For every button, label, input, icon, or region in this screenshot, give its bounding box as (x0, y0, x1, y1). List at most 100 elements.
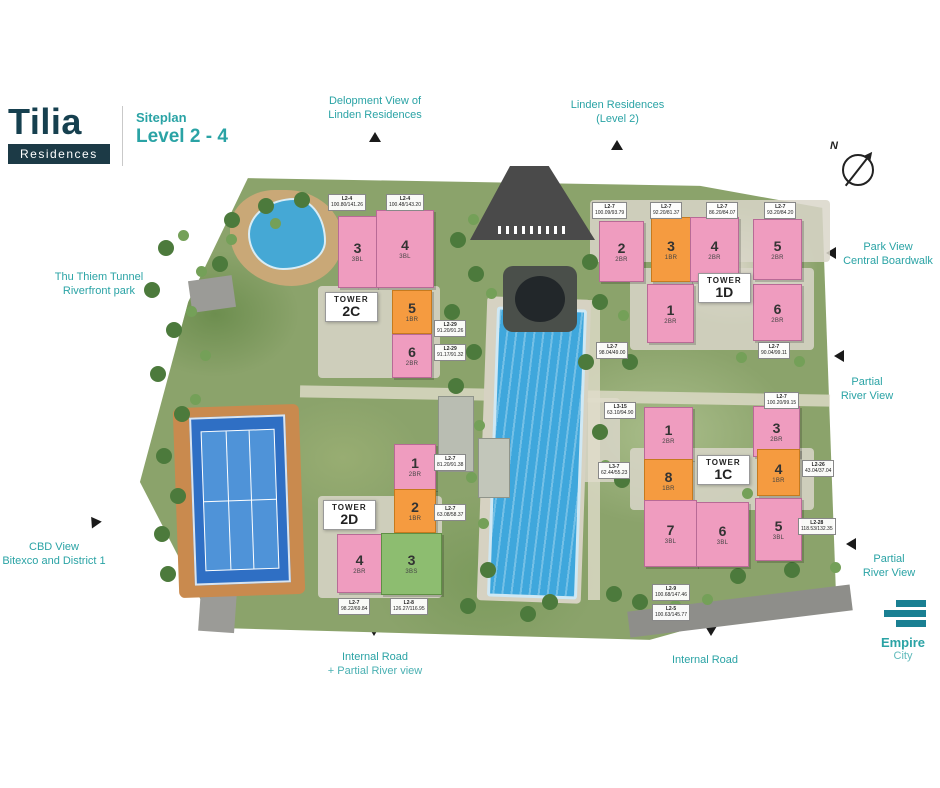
label-line: Internal Road (341, 651, 409, 663)
tag-value: 93.20/84.20 (767, 210, 794, 217)
label-partial-river-view-1: Partial River View (828, 375, 906, 404)
unit-number: 4 (401, 237, 409, 253)
logo-bar-icon (896, 600, 926, 607)
tag-code: L2-9 (665, 586, 677, 592)
tag-value: 118.53/132.35 (801, 526, 833, 533)
tag-value: 91.20/91.26 (437, 328, 464, 335)
tree-cluster (130, 170, 141, 181)
label-partial-river-view-2: Partial River View (850, 552, 928, 581)
logo-bar-icon (884, 610, 926, 617)
tower-prefix: TOWER (707, 276, 742, 285)
road-stub-left (187, 275, 237, 313)
label-line: Partial (851, 376, 883, 388)
unit-type: 1BR (664, 254, 678, 261)
tag-code: L2-7 (768, 344, 780, 350)
tennis-court-lines (200, 428, 280, 572)
unit-type: 3BL (772, 534, 785, 541)
tag-code: L2-7 (604, 204, 615, 210)
unit-type: 1BR (405, 317, 419, 323)
unit-number: 3 (772, 419, 781, 436)
unit-number: 8 (664, 468, 673, 485)
label-line: + Partial River view (327, 665, 423, 678)
unit-type: 3BL (399, 254, 411, 260)
lagoon-pool (248, 198, 326, 270)
unit-number: 1 (666, 301, 675, 318)
label-linden-residences: Linden Residences (Level 2) (545, 98, 690, 127)
tag-code: L2-7 (776, 394, 787, 400)
label-line: Park View (863, 241, 913, 253)
tower-name: 2D (340, 511, 359, 527)
unit-type: 2BR (353, 568, 366, 575)
unit-type: 1BR (662, 485, 675, 492)
tag-code: L2-5 (665, 606, 677, 612)
tower-prefix: TOWER (332, 503, 367, 512)
tag-value: 100.63/145.77 (655, 612, 687, 619)
logo-text: City (893, 650, 913, 662)
unit-type: 2BR (708, 254, 721, 261)
tag-value: 43.04/37.04 (805, 468, 832, 475)
arrow-cbd-view (86, 513, 102, 529)
unit-number: 3 (667, 237, 675, 254)
arrow-internal-road-2 (705, 626, 717, 636)
tag-code: L2-7 (661, 204, 672, 210)
unit-number: 6 (408, 344, 416, 360)
label-development-view: Delopment View of Linden Residences (305, 94, 445, 123)
header-divider (122, 106, 123, 166)
unit-type: 2BR (615, 256, 628, 263)
tag-code: L2-7 (607, 344, 618, 350)
label-line: Linden Residences (570, 99, 665, 111)
tag-value: 100.80/141.26 (331, 202, 363, 209)
logo-text: Empire (880, 635, 926, 650)
label-park-view: Park View Central Boardwalk (838, 240, 938, 269)
unit-type: 2BR (664, 318, 677, 325)
label-line: River View (862, 567, 916, 580)
walkway-vertical (588, 300, 600, 600)
tower-prefix: TOWER (706, 458, 741, 467)
label-line: CBD View (29, 541, 79, 553)
label-line: Linden Residences (328, 109, 422, 122)
tennis-net-line (204, 498, 277, 503)
label-cbd-view: CBD View Bitexco and District 1 (0, 540, 116, 569)
brand-name: Tilia (8, 101, 82, 142)
unit-type: 2BR (771, 317, 784, 324)
unit-number: 2 (411, 499, 419, 515)
unit-number: 4 (774, 460, 783, 477)
tag-value: 100.20/99.15 (767, 400, 797, 407)
tag-code: L2-7 (445, 456, 456, 462)
brand-subtitle: Residences (8, 144, 110, 164)
tag-value: 63.08/58.37 (437, 512, 464, 519)
compass-icon (842, 154, 874, 186)
arrow-linden-residences (611, 140, 623, 150)
arrow-park-view (826, 247, 836, 259)
plan-level: Level 2 - 4 (136, 126, 228, 147)
compass-needle (838, 150, 877, 189)
tag-code: L2-8 (403, 600, 414, 606)
tag-value: 90.04/99.11 (761, 350, 788, 357)
tag-value: 92.20/81.37 (653, 210, 680, 217)
entry-water-feature (503, 266, 577, 332)
label-internal-road-1: Internal Road + Partial River view (305, 650, 445, 679)
tag-value: 91.17/91.32 (437, 352, 464, 359)
label-line: (Level 2) (596, 113, 639, 126)
